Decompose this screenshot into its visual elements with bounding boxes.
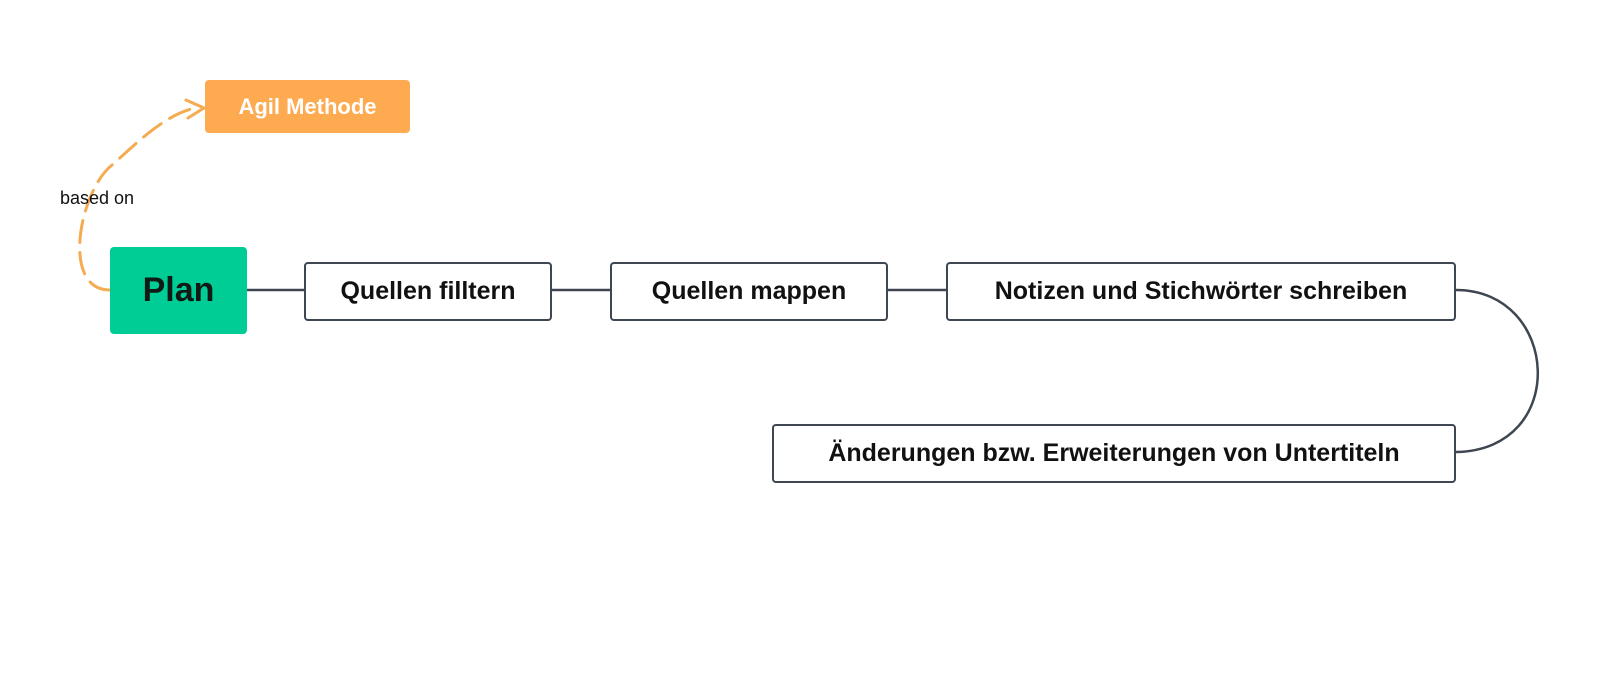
topic-aenderungen-erweiterungen[interactable]: Änderungen bzw. Erweiterungen von Untert… <box>772 424 1456 483</box>
topic-label: Änderungen bzw. Erweiterungen von Untert… <box>828 439 1400 467</box>
floating-topic-label: Agil Methode <box>238 93 377 119</box>
central-topic-plan[interactable]: Plan <box>110 247 247 334</box>
topic-notizen-und-stichwoerter[interactable]: Notizen und Stichwörter schreiben <box>946 262 1456 321</box>
topic-label: Quellen filltern <box>340 277 516 305</box>
relationship-arrowhead-icon <box>184 98 206 120</box>
relationship-arrow[interactable] <box>78 106 197 292</box>
topic-label: Quellen mappen <box>651 277 847 305</box>
central-topic-label: Plan <box>142 271 215 309</box>
floating-topic-agil-methode[interactable]: Agil Methode <box>205 80 410 133</box>
topic-quellen-mappen[interactable]: Quellen mappen <box>610 262 888 321</box>
connector-notizen-to-aenderungen <box>1455 288 1539 454</box>
topic-quellen-filltern[interactable]: Quellen filltern <box>304 262 552 321</box>
topic-label: Notizen und Stichwörter schreiben <box>994 277 1408 305</box>
relationship-label[interactable]: based on <box>60 188 135 208</box>
